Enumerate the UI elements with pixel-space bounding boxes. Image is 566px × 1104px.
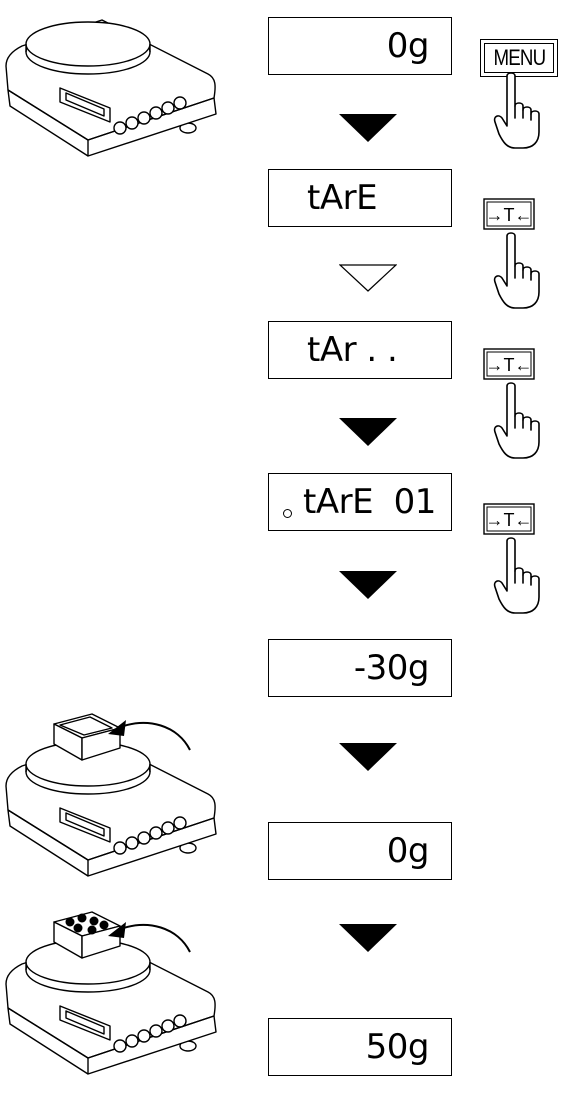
scale-icon — [5, 19, 217, 157]
display-step1: 0g — [268, 17, 452, 75]
display-step6: 0g — [268, 822, 452, 880]
curved-arrow-icon — [117, 721, 191, 751]
curved-arrow-icon — [117, 923, 191, 953]
display-step2: tArE — [268, 169, 452, 227]
stability-indicator-icon — [283, 509, 292, 518]
tare-key-icon: →T← — [483, 503, 535, 535]
down-arrow-icon — [339, 571, 397, 599]
down-arrow-icon — [339, 743, 397, 771]
display-step4: tArE 01 — [268, 473, 452, 531]
display-step5: -30g — [268, 639, 452, 697]
display-value: tAr . . — [307, 330, 398, 370]
tare-key-icon: →T← — [483, 348, 535, 380]
menu-key-label: MENU — [493, 45, 546, 70]
display-value: tArE 01 — [303, 482, 436, 522]
pointing-hand-icon — [493, 72, 540, 149]
down-arrow-icon — [339, 924, 397, 952]
tare-key-icon: →T← — [483, 198, 535, 230]
display-step7: 50g — [268, 1018, 452, 1076]
display-value: 50g — [365, 1027, 430, 1067]
down-arrow-icon — [339, 114, 397, 142]
pointing-hand-icon — [493, 382, 540, 459]
container-icon — [53, 911, 121, 959]
display-value: tArE — [307, 178, 378, 218]
scale-icon — [5, 713, 217, 877]
pointing-hand-icon — [493, 537, 540, 614]
down-arrow-icon — [339, 264, 397, 292]
menu-key-icon: MENU — [480, 39, 558, 77]
pointing-hand-icon — [493, 232, 540, 309]
scale-icon — [5, 911, 217, 1075]
display-step3: tAr . . — [268, 321, 452, 379]
display-value: 0g — [386, 831, 430, 871]
tare-key-label: →T← — [486, 355, 533, 375]
tare-key-label: →T← — [486, 205, 533, 225]
display-value: 0g — [386, 26, 430, 66]
down-arrow-icon — [339, 418, 397, 446]
display-value: -30g — [353, 648, 430, 688]
tare-key-label: →T← — [486, 510, 533, 530]
container-icon — [53, 713, 121, 761]
